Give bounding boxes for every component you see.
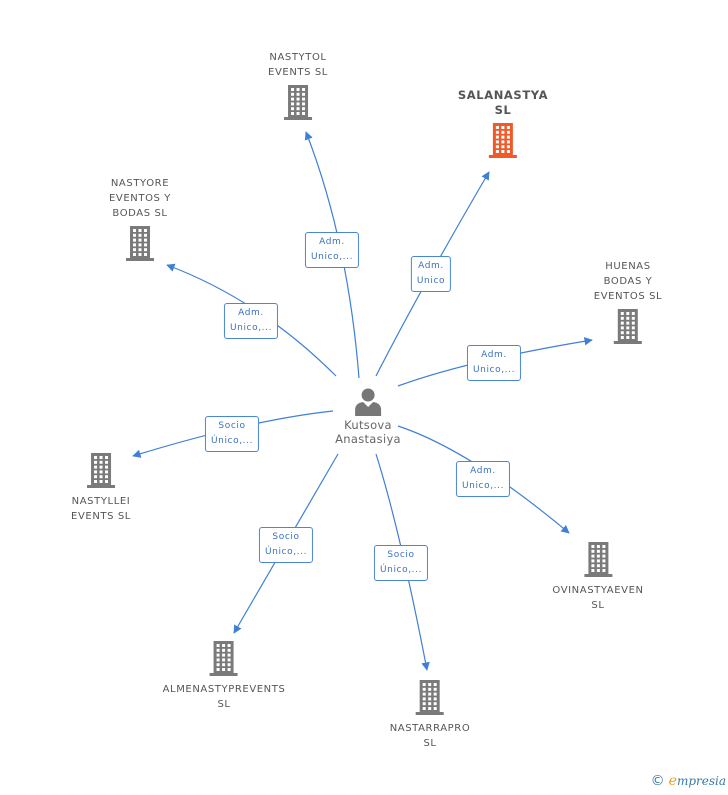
relation-label-huenas[interactable]: Adm. Unico,... xyxy=(466,345,522,381)
relation-label-nastyllei[interactable]: Socio Único,... xyxy=(204,416,260,452)
company-name: SALANASTYA SL xyxy=(457,88,549,117)
relation-label-almenastyprevents[interactable]: Socio Único,... xyxy=(258,527,314,563)
company-node-nastytol[interactable]: NASTYTOL EVENTS SL xyxy=(268,50,328,120)
building-icon xyxy=(283,85,312,120)
building-icon xyxy=(613,309,642,344)
company-name: NASTARRAPRO SL xyxy=(389,723,471,749)
company-node-huenas[interactable]: HUENAS BODAS Y EVENTOS SL xyxy=(594,259,662,344)
building-icon xyxy=(125,226,154,261)
relation-label-nastytol[interactable]: Adm. Unico,... xyxy=(304,232,360,268)
footer-brand: © empresia xyxy=(651,773,726,789)
company-name: HUENAS BODAS Y EVENTOS SL xyxy=(593,261,663,302)
company-node-ovinastyaeven[interactable]: OVINASTYAEVEN SL xyxy=(552,541,643,613)
person-node[interactable]: Kutsova Anastasiya xyxy=(335,386,401,446)
company-name: NASTYTOL EVENTS SL xyxy=(268,52,328,78)
relation-label-nastyore[interactable]: Adm. Unico,... xyxy=(223,303,279,339)
company-node-almenastyprevents[interactable]: ALMENASTYPREVENTS SL xyxy=(163,640,286,712)
brand-logo: empresia xyxy=(668,773,726,789)
building-icon xyxy=(416,680,444,715)
copyright-icon: © xyxy=(650,773,665,789)
company-name: ALMENASTYPREVENTS SL xyxy=(162,684,286,710)
company-name: NASTYLLEI EVENTS SL xyxy=(71,496,131,522)
company-node-nastyllei[interactable]: NASTYLLEI EVENTS SL xyxy=(71,452,131,524)
company-node-salanastya[interactable]: SALANASTYA SL xyxy=(458,88,548,158)
company-node-nastyore[interactable]: NASTYORE EVENTOS Y BODAS SL xyxy=(109,176,171,261)
relation-label-salanastya[interactable]: Adm. Unico xyxy=(410,256,452,292)
company-name: NASTYORE EVENTOS Y BODAS SL xyxy=(109,178,171,219)
building-icon xyxy=(488,123,517,158)
relation-label-ovinastyaeven[interactable]: Adm. Unico,... xyxy=(455,461,511,497)
company-node-nastarrapro[interactable]: NASTARRAPRO SL xyxy=(390,679,471,751)
relation-label-nastarrapro[interactable]: Socio Único,... xyxy=(373,545,429,581)
person-icon xyxy=(354,388,381,416)
building-icon xyxy=(86,453,115,488)
person-name: Kutsova Anastasiya xyxy=(335,418,401,446)
building-icon xyxy=(210,641,238,676)
building-icon xyxy=(583,542,612,577)
company-name: OVINASTYAEVEN SL xyxy=(552,585,644,611)
